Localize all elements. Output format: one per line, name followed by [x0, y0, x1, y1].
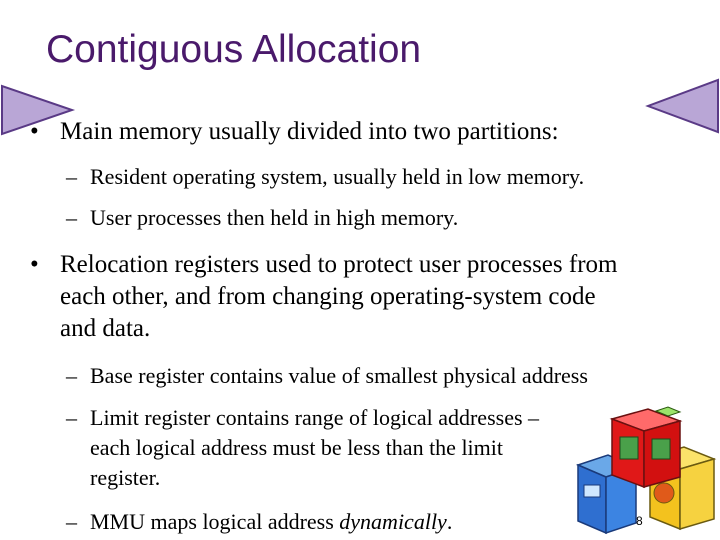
- sub-text: Base register contains value of smallest…: [90, 363, 588, 388]
- text-line: each logical address must be less than t…: [90, 435, 504, 460]
- text-line: Limit register contains range of logical…: [90, 405, 540, 430]
- toy-blocks-icon: [575, 406, 717, 535]
- emphasis-text: dynamically: [339, 509, 447, 534]
- sub-text: MMU maps logical address dynamically.: [90, 509, 453, 534]
- text-line: each other, and from changing operating-…: [60, 283, 596, 310]
- right-arrow-icon: [645, 78, 719, 134]
- dash-marker: –: [66, 363, 77, 388]
- page-number: 8: [636, 514, 643, 528]
- dash-marker: –: [66, 205, 77, 230]
- bullet-marker: •: [30, 118, 39, 145]
- slide-title: Contiguous Allocation: [46, 28, 422, 71]
- bullet-2-text: Relocation registers used to protect use…: [60, 249, 617, 345]
- text-line: register.: [90, 465, 161, 490]
- left-arrow-icon: [1, 84, 76, 136]
- sub-text: Limit register contains range of logical…: [90, 403, 539, 493]
- bullet-marker: •: [30, 251, 39, 278]
- sub-text: User processes then held in high memory.: [90, 205, 459, 230]
- dash-marker: –: [66, 164, 77, 189]
- sub-text: Resident operating system, usually held …: [90, 164, 585, 189]
- dash-marker: –: [66, 405, 77, 430]
- dash-marker: –: [66, 509, 77, 534]
- text-line: Relocation registers used to protect use…: [60, 251, 618, 278]
- bullet-1-text: Main memory usually divided into two par…: [60, 118, 559, 145]
- text-line: and data.: [60, 315, 151, 342]
